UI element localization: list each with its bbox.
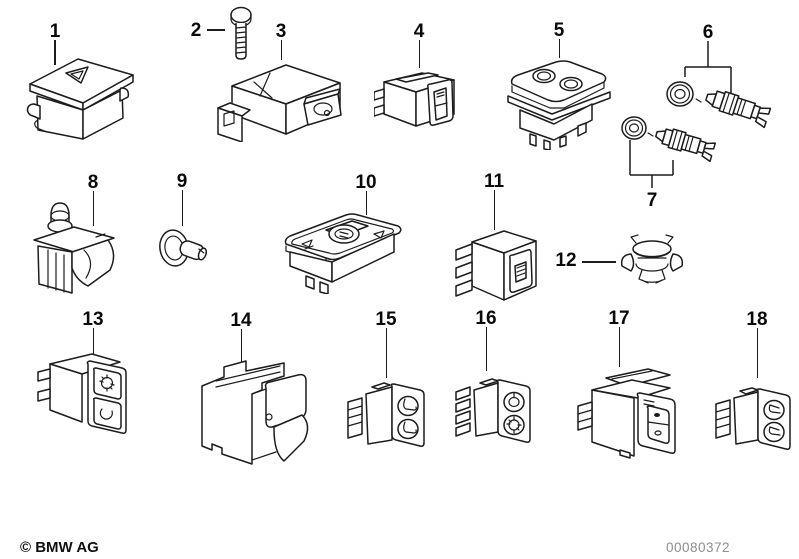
part-number-2[interactable]: 2 [190, 20, 202, 41]
leader-line-8 [92, 191, 94, 226]
copyright-text: © BMW AG [20, 539, 99, 556]
part-number-15[interactable]: 15 [375, 309, 397, 330]
leader-line-10 [365, 191, 367, 215]
leader-line-15 [385, 328, 387, 378]
part-number-12[interactable]: 12 [555, 250, 577, 271]
switch-with-bracket-drawing[interactable] [188, 350, 318, 474]
part-number-5[interactable]: 5 [553, 20, 565, 41]
part-number-9[interactable]: 9 [176, 171, 188, 192]
leader-line-12 [582, 261, 616, 263]
part-number-17[interactable]: 17 [608, 308, 630, 329]
window-lifter-switch-drawing[interactable] [280, 206, 404, 294]
part-number-8[interactable]: 8 [87, 172, 99, 193]
door-contact-switch-drawing[interactable] [26, 196, 122, 296]
part-number-1[interactable]: 1 [49, 21, 61, 42]
temperature-switch-with-nut-drawing[interactable] [660, 72, 772, 144]
seat-adjustment-switch-drawing[interactable] [712, 376, 794, 454]
leader-bracket-6 [684, 41, 732, 96]
leader-line-14 [240, 329, 242, 363]
leader-line-4 [418, 40, 420, 68]
large-rocker-switch-drawing[interactable] [576, 364, 688, 460]
temperature-switch-with-nut-drawing[interactable] [616, 110, 720, 170]
grommet-drawing[interactable] [156, 220, 212, 272]
retaining-clip-drawing[interactable] [616, 234, 688, 286]
twin-round-button-switch-drawing[interactable] [452, 366, 536, 450]
document-number: 00080372 [666, 540, 731, 555]
leader-line-11 [493, 190, 495, 230]
part-number-16[interactable]: 16 [475, 308, 497, 329]
part-number-7[interactable]: 7 [646, 190, 658, 211]
part-number-11[interactable]: 11 [483, 171, 505, 192]
part-number-6[interactable]: 6 [702, 22, 714, 43]
part-number-3[interactable]: 3 [275, 21, 287, 42]
twin-pushbutton-switch-drawing[interactable] [36, 342, 138, 438]
part-number-18[interactable]: 18 [746, 309, 768, 330]
leader-line-17 [618, 327, 620, 367]
part-number-13[interactable]: 13 [82, 309, 104, 330]
rocker-switch-drawing[interactable] [374, 66, 466, 142]
hazard-warning-switch-drawing[interactable] [20, 46, 142, 142]
leader-bracket-7 [629, 140, 674, 188]
leader-line-13 [92, 328, 94, 356]
leader-line-9 [181, 190, 183, 226]
seat-heating-switch-drawing[interactable] [342, 372, 430, 454]
leader-line-3 [280, 40, 282, 60]
switch-bracket-drawing[interactable] [210, 56, 348, 142]
leader-line-18 [756, 328, 758, 378]
twin-button-switch-drawing[interactable] [498, 52, 616, 150]
part-number-10[interactable]: 10 [355, 172, 377, 193]
part-number-4[interactable]: 4 [413, 21, 425, 42]
part-number-14[interactable]: 14 [230, 310, 252, 331]
screw-drawing[interactable] [226, 6, 256, 64]
leader-line-16 [485, 327, 487, 371]
leader-line-1 [54, 40, 56, 65]
slide-switch-drawing[interactable] [452, 222, 546, 326]
leader-line-5 [558, 39, 560, 58]
leader-line-2 [207, 29, 225, 31]
